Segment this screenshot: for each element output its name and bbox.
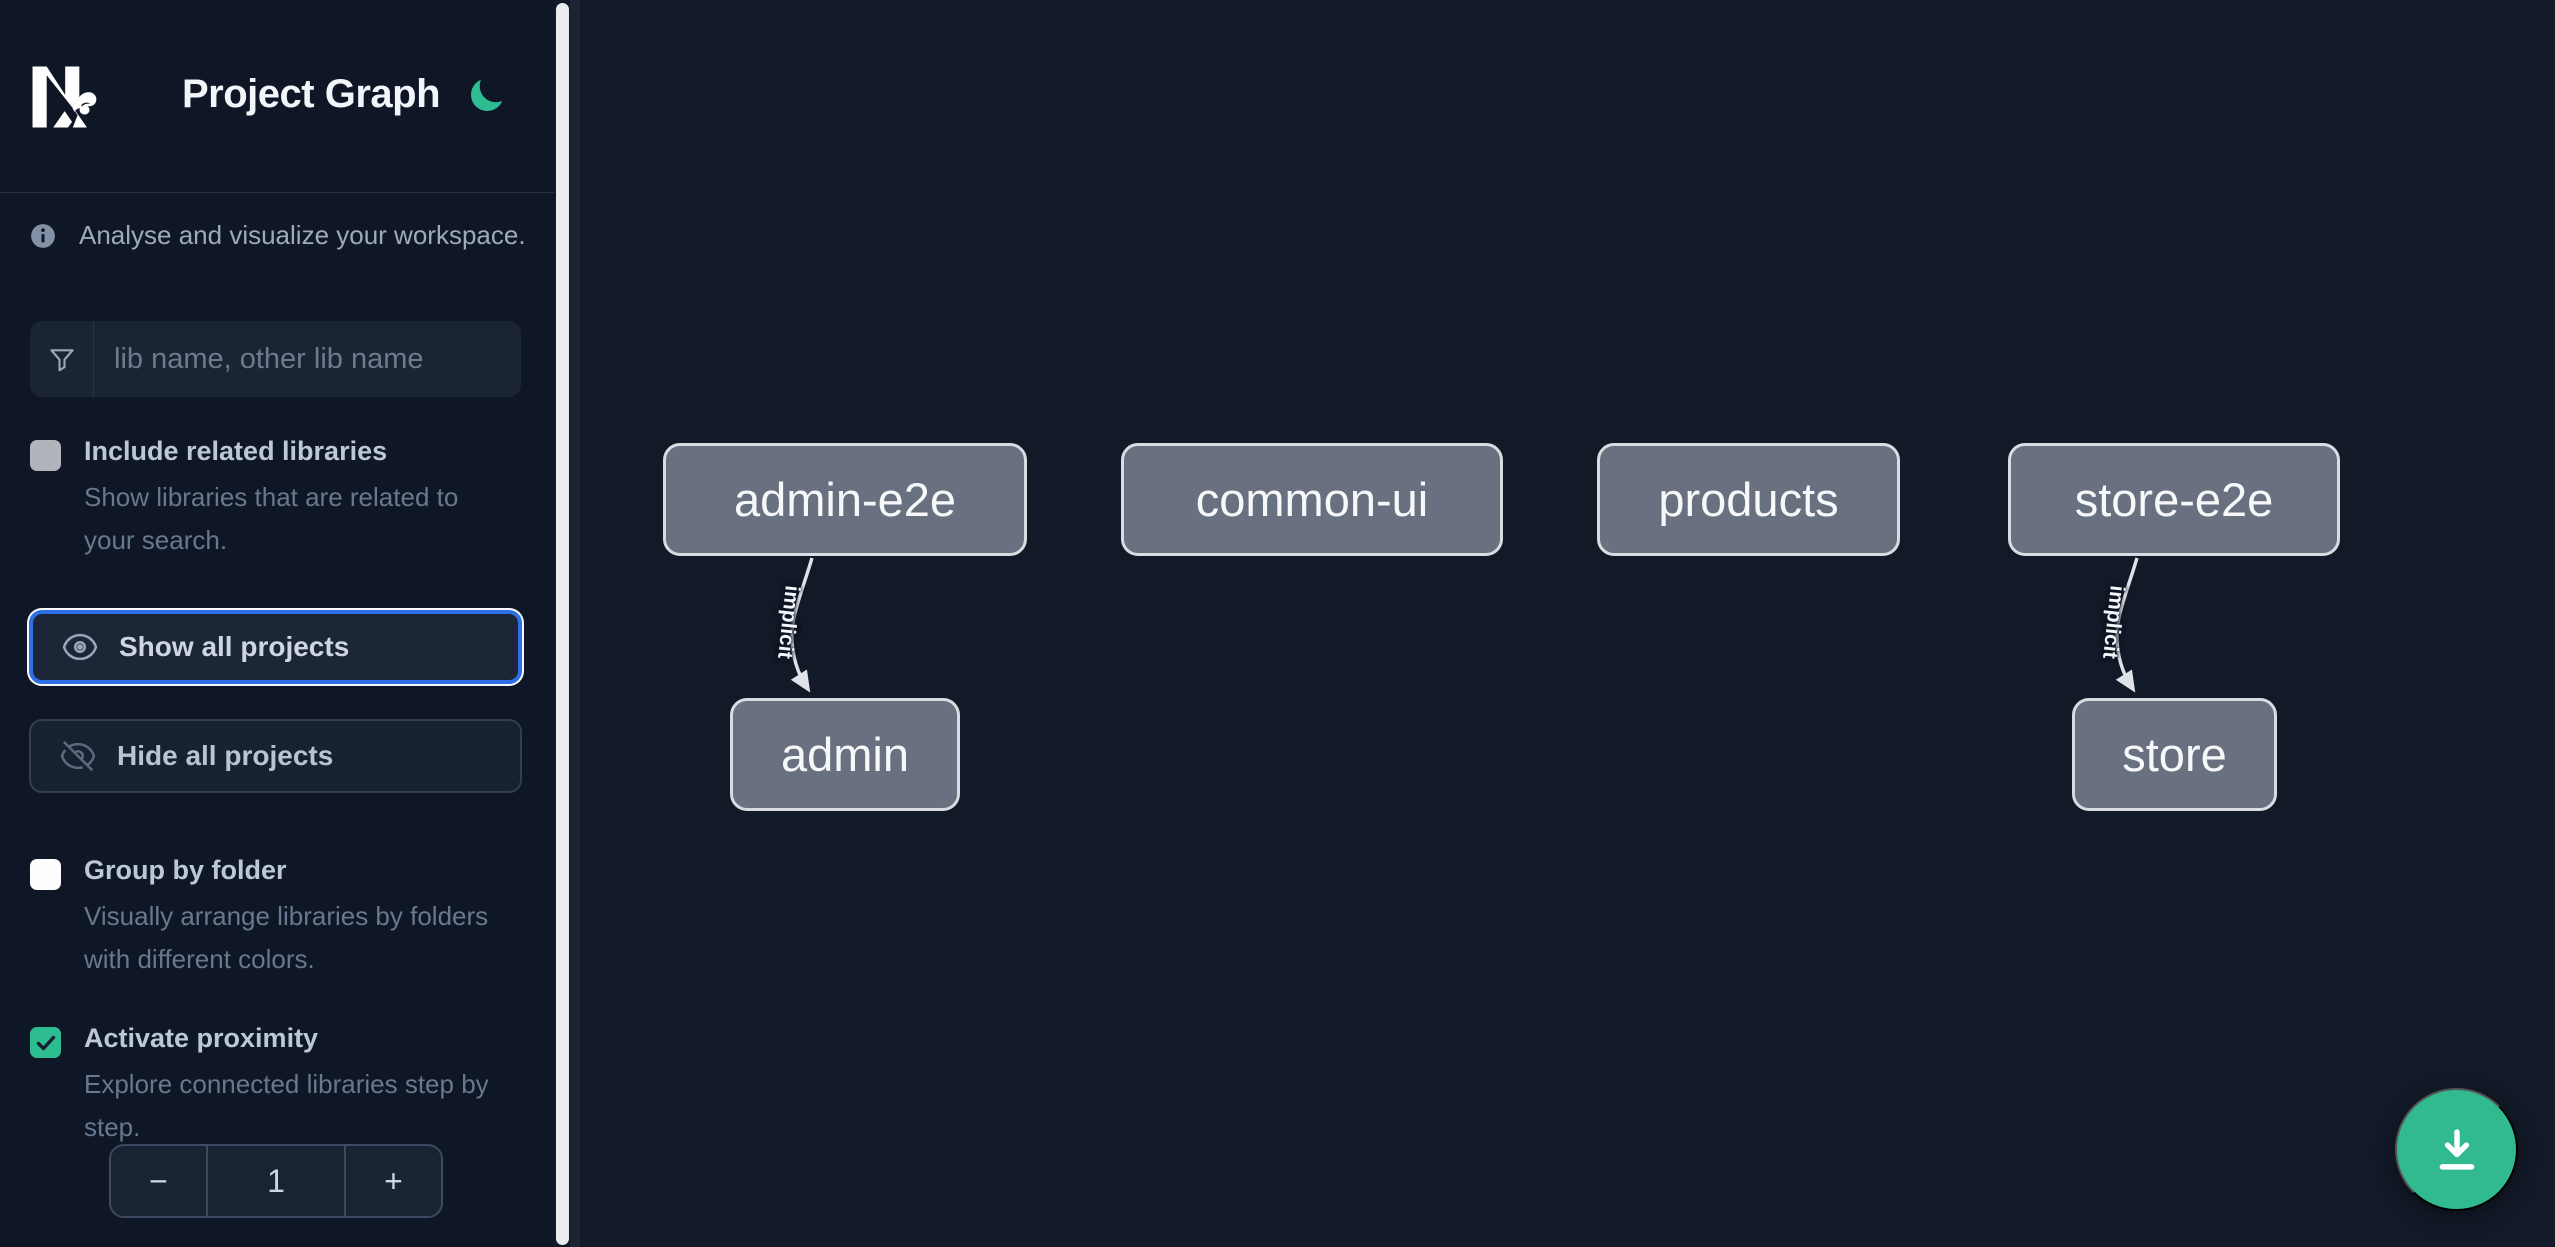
group-by-folder-label: Group by folder — [84, 855, 287, 885]
sidebar-scrollbar-track — [554, 0, 570, 1247]
sidebar-canvas-divider — [570, 0, 580, 1247]
sidebar: Project Graph Analyse and visualize your… — [0, 0, 554, 1247]
include-related-label: Include related libraries — [84, 436, 388, 466]
info-banner: Analyse and visualize your workspace. — [30, 220, 526, 251]
proximity-depth-stepper: − 1 + — [109, 1144, 443, 1218]
group-by-folder-description: Visually arrange libraries by folders wi… — [84, 901, 489, 975]
group-by-folder-checkbox[interactable] — [30, 859, 61, 890]
option-group-by-folder: Group by folder Visually arrange librari… — [30, 855, 516, 981]
option-activate-proximity: Activate proximity Explore connected lib… — [30, 1023, 516, 1149]
download-graph-button[interactable] — [2395, 1088, 2518, 1211]
project-node-store[interactable]: store — [2072, 698, 2277, 811]
stepper-decrement-button[interactable]: − — [111, 1146, 208, 1216]
hide-all-projects-label: Hide all projects — [117, 740, 334, 771]
graph-canvas[interactable]: implicit implicit admin-e2e common-ui pr… — [580, 0, 2555, 1247]
sidebar-scrollbar-thumb[interactable] — [556, 3, 569, 1245]
eye-slash-icon — [60, 740, 96, 772]
activate-proximity-description: Explore connected libraries step by step… — [84, 1069, 489, 1143]
project-node-products[interactable]: products — [1597, 443, 1900, 556]
stepper-increment-button[interactable]: + — [344, 1146, 441, 1216]
activate-proximity-checkbox[interactable] — [30, 1027, 61, 1058]
option-include-related-libraries: Include related libraries Show libraries… — [30, 436, 516, 562]
filter-funnel-icon — [30, 321, 94, 397]
edge-admin-e2e-to-admin[interactable] — [790, 557, 814, 693]
project-node-common-ui[interactable]: common-ui — [1121, 443, 1503, 556]
eye-icon — [62, 633, 98, 661]
checkmark-icon — [36, 1035, 55, 1050]
show-all-projects-label: Show all projects — [119, 631, 350, 662]
project-node-store-e2e[interactable]: store-e2e — [2008, 443, 2340, 556]
project-node-admin-e2e[interactable]: admin-e2e — [663, 443, 1027, 556]
search-box — [30, 321, 521, 397]
edge-store-e2e-to-store[interactable] — [2115, 557, 2139, 693]
show-all-projects-button[interactable]: Show all projects — [29, 610, 522, 684]
include-related-checkbox[interactable] — [30, 440, 61, 471]
hide-all-projects-button[interactable]: Hide all projects — [29, 719, 522, 793]
dark-mode-moon-icon[interactable] — [466, 76, 506, 116]
activate-proximity-label: Activate proximity — [84, 1023, 319, 1053]
dependency-edges — [790, 557, 2139, 693]
info-icon — [31, 223, 55, 248]
include-related-description: Show libraries that are related to your … — [84, 482, 459, 556]
stepper-value: 1 — [267, 1162, 285, 1199]
search-input[interactable] — [94, 321, 521, 397]
project-node-admin[interactable]: admin — [730, 698, 960, 811]
info-text: Analyse and visualize your workspace. — [79, 220, 526, 250]
page-title: Project Graph — [182, 72, 441, 116]
download-icon — [2439, 1128, 2474, 1170]
sidebar-header: Project Graph — [0, 0, 554, 193]
nx-logo-icon — [32, 66, 97, 128]
